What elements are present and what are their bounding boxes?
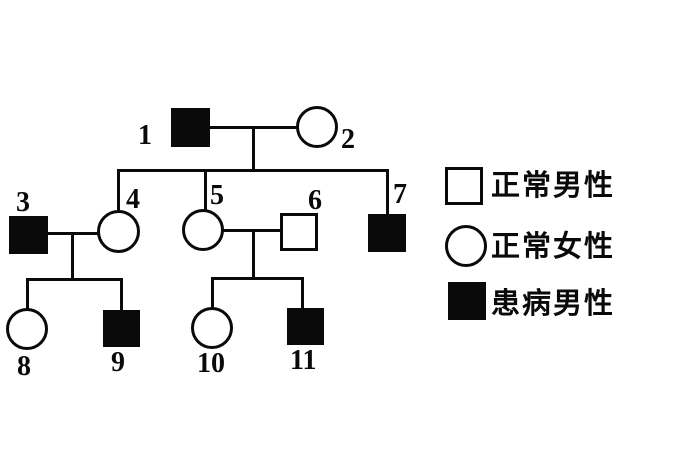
individual-11-label: 11 — [290, 345, 317, 376]
drop-line-to-7 — [386, 171, 389, 215]
individual-11-affected-male-symbol — [287, 308, 324, 345]
descent-line-1-2 — [252, 128, 255, 172]
individual-4-label: 4 — [126, 184, 140, 215]
individual-7-affected-male-symbol — [368, 214, 406, 252]
drop-line-to-8 — [26, 280, 29, 309]
individual-3-affected-male-symbol — [9, 216, 48, 254]
couple-line-3-4 — [47, 232, 99, 235]
sibship-line-5-6 — [211, 277, 304, 280]
drop-line-to-11 — [301, 279, 304, 309]
individual-4-normal-female-symbol — [97, 210, 140, 253]
sibship-line-gen2 — [117, 169, 389, 172]
legend-normal-male-label: 正常男性 — [491, 168, 616, 202]
individual-1-affected-male-symbol — [171, 108, 210, 147]
couple-line-1-2 — [210, 126, 298, 129]
legend-normal-female-symbol — [445, 225, 487, 267]
sibship-line-3-4 — [26, 278, 123, 281]
drop-line-to-10 — [211, 279, 214, 308]
individual-7-label: 7 — [393, 179, 407, 210]
descent-line-3-4 — [71, 234, 74, 279]
individual-6-label: 6 — [308, 185, 322, 216]
legend-normal-female-label: 正常女性 — [491, 229, 616, 263]
legend-affected-male-label: 患病男性 — [491, 286, 616, 320]
legend-affected-male-symbol — [448, 282, 486, 320]
drop-line-to-4 — [117, 171, 120, 212]
descent-line-5-6 — [252, 231, 255, 279]
individual-10-normal-female-symbol — [191, 307, 233, 349]
individual-5-normal-female-symbol — [182, 209, 224, 251]
individual-3-label: 3 — [16, 187, 30, 218]
individual-9-affected-male-symbol — [103, 310, 140, 347]
individual-5-label: 5 — [210, 180, 224, 211]
individual-10-label: 10 — [197, 348, 225, 379]
couple-line-5-6 — [223, 229, 281, 232]
drop-line-to-9 — [120, 280, 123, 311]
individual-6-normal-male-symbol — [280, 213, 318, 251]
legend-normal-male-symbol — [445, 167, 483, 205]
drop-line-to-5 — [204, 171, 207, 211]
individual-1-label: 1 — [138, 120, 152, 151]
individual-8-label: 8 — [17, 351, 31, 382]
individual-8-normal-female-symbol — [6, 308, 48, 350]
individual-9-label: 9 — [111, 347, 125, 378]
individual-2-normal-female-symbol — [296, 106, 338, 148]
individual-2-label: 2 — [341, 124, 355, 155]
